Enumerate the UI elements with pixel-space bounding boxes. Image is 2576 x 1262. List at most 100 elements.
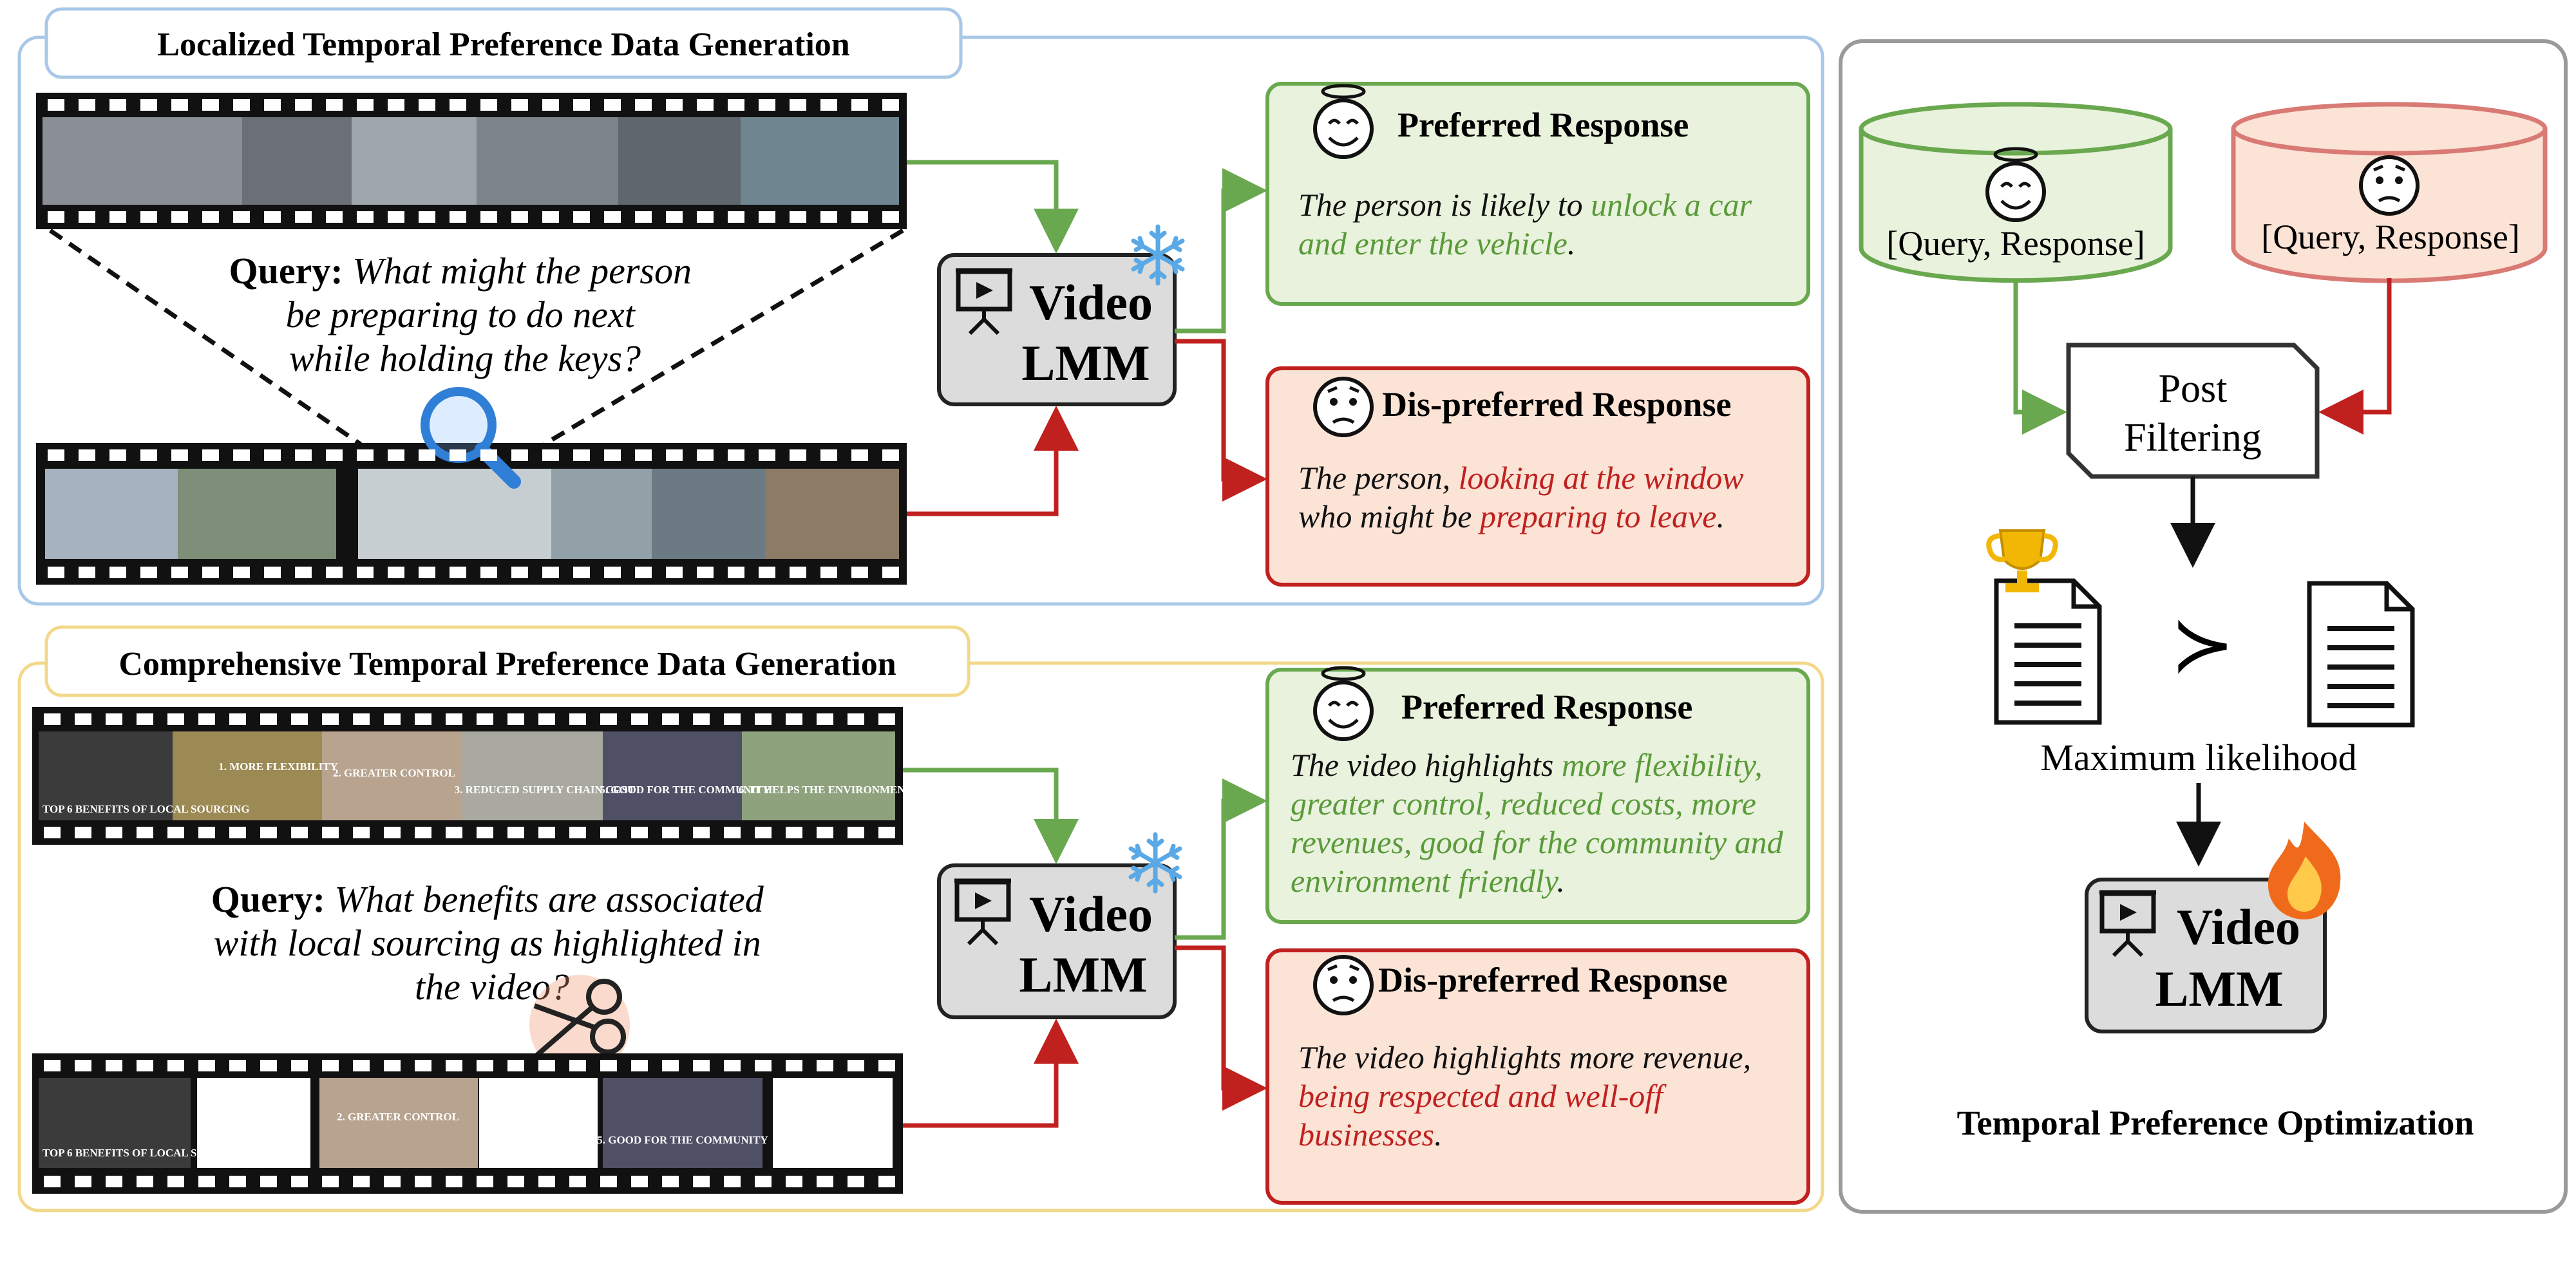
localized-film-strip-full bbox=[36, 93, 907, 229]
sprocket-hole bbox=[109, 211, 126, 223]
sprocket-hole bbox=[693, 713, 710, 725]
sprocket-hole bbox=[600, 1060, 617, 1071]
sprocket-hole bbox=[848, 1176, 864, 1187]
sprocket-hole bbox=[388, 211, 404, 223]
localized-dispreferred-title: Dis-preferred Response bbox=[1382, 385, 1731, 424]
sprocket-hole bbox=[542, 449, 559, 461]
sprocket-hole bbox=[322, 1060, 339, 1071]
sprocket-hole bbox=[140, 567, 157, 578]
sprocket-hole bbox=[790, 449, 806, 461]
sprocket-hole bbox=[542, 99, 559, 111]
sprocket-hole bbox=[202, 99, 219, 111]
sprocket-hole bbox=[353, 1176, 370, 1187]
sprocket-hole bbox=[106, 1176, 122, 1187]
comprehensive-dispreferred-box bbox=[1265, 948, 1810, 1205]
sprocket-hole bbox=[697, 211, 714, 223]
sprocket-hole bbox=[786, 1060, 802, 1071]
sprocket-hole bbox=[109, 567, 126, 578]
sprocket-hole bbox=[167, 827, 184, 838]
sprocket-hole bbox=[140, 449, 157, 461]
sprocket-hole bbox=[882, 567, 899, 578]
sprocket-hole bbox=[48, 567, 64, 578]
sprocket-hole bbox=[882, 99, 899, 111]
sprocket-hole bbox=[848, 827, 864, 838]
localized-dispreferred-text: The person, looking at the window who mi… bbox=[1298, 460, 1744, 534]
sprocket-hole bbox=[480, 99, 497, 111]
film-sprocket-holes bbox=[44, 1060, 895, 1187]
sprocket-hole bbox=[511, 99, 528, 111]
sprocket-hole bbox=[662, 1060, 679, 1071]
sprocket-hole bbox=[260, 1060, 277, 1071]
sprocket-hole bbox=[384, 827, 401, 838]
sprocket-hole bbox=[755, 1176, 772, 1187]
sprocket-hole bbox=[419, 567, 435, 578]
localized-preferred-text: The person is likely to unlock a car and… bbox=[1298, 187, 1752, 261]
sprocket-hole bbox=[666, 211, 683, 223]
video-frame bbox=[652, 469, 765, 559]
sprocket-hole bbox=[137, 827, 153, 838]
film-sprocket-holes bbox=[44, 713, 895, 838]
sprocket-hole bbox=[450, 211, 466, 223]
trophy-icon bbox=[1986, 529, 2058, 592]
sprocket-hole bbox=[878, 1060, 895, 1071]
sprocket-hole bbox=[384, 1060, 401, 1071]
sprocket-hole bbox=[388, 99, 404, 111]
comprehensive-dispreferred-text: The video highlights more revenue, being… bbox=[1298, 1039, 1752, 1153]
video-frame bbox=[319, 1078, 478, 1168]
localized-film-strip-clip bbox=[36, 443, 907, 585]
sprocket-hole bbox=[357, 99, 374, 111]
optimized-video-lmm-box bbox=[2085, 878, 2327, 1033]
sprocket-hole bbox=[600, 827, 617, 838]
sprocket-hole bbox=[171, 567, 188, 578]
comprehensive-video-lmm-box bbox=[937, 863, 1177, 1019]
sprocket-hole bbox=[229, 713, 246, 725]
worried-face-icon bbox=[1315, 379, 1372, 435]
sprocket-hole bbox=[326, 99, 343, 111]
sprocket-hole bbox=[600, 713, 617, 725]
sprocket-hole bbox=[511, 211, 528, 223]
arrow-lmm-to-preferred bbox=[1175, 778, 1267, 940]
sprocket-hole bbox=[202, 449, 219, 461]
sprocket-hole bbox=[48, 449, 64, 461]
sprocket-hole bbox=[229, 1176, 246, 1187]
sprocket-hole bbox=[820, 211, 837, 223]
sprocket-hole bbox=[480, 449, 497, 461]
sprocket-hole bbox=[167, 1060, 184, 1071]
sprocket-hole bbox=[353, 1060, 370, 1071]
arrow-clip-to-lmm bbox=[907, 406, 1079, 516]
sprocket-hole bbox=[140, 99, 157, 111]
sprocket-hole bbox=[542, 567, 559, 578]
sprocket-hole bbox=[728, 449, 744, 461]
sprocket-hole bbox=[198, 827, 215, 838]
fire-icon bbox=[2268, 822, 2341, 919]
sprocket-hole bbox=[820, 99, 837, 111]
sprocket-hole bbox=[697, 99, 714, 111]
sprocket-hole bbox=[820, 449, 837, 461]
arrow-preferred-db-to-filter bbox=[2013, 282, 2067, 435]
sprocket-hole bbox=[322, 1176, 339, 1187]
sprocket-hole bbox=[697, 567, 714, 578]
arrow-lmm-to-preferred bbox=[1175, 168, 1267, 334]
sprocket-hole bbox=[786, 1176, 802, 1187]
sprocket-hole bbox=[295, 567, 312, 578]
sprocket-hole bbox=[851, 99, 868, 111]
sprocket-hole bbox=[233, 449, 250, 461]
sprocket-hole bbox=[851, 211, 868, 223]
sprocket-hole bbox=[759, 99, 775, 111]
sprocket-hole bbox=[882, 211, 899, 223]
sprocket-hole bbox=[569, 713, 586, 725]
sprocket-hole bbox=[755, 713, 772, 725]
frame-caption: 2. GREATER CONTROL bbox=[337, 1111, 459, 1123]
film-sprocket-holes bbox=[48, 99, 899, 223]
sprocket-hole bbox=[75, 1176, 91, 1187]
sprocket-hole bbox=[666, 567, 683, 578]
sprocket-hole bbox=[79, 211, 95, 223]
localized-query: Query: What might the person be preparin… bbox=[229, 250, 701, 379]
sprocket-hole bbox=[790, 567, 806, 578]
sprocket-hole bbox=[635, 211, 652, 223]
sprocket-hole bbox=[693, 1176, 710, 1187]
sprocket-hole bbox=[790, 211, 806, 223]
sprocket-hole bbox=[851, 449, 868, 461]
sprocket-hole bbox=[878, 713, 895, 725]
